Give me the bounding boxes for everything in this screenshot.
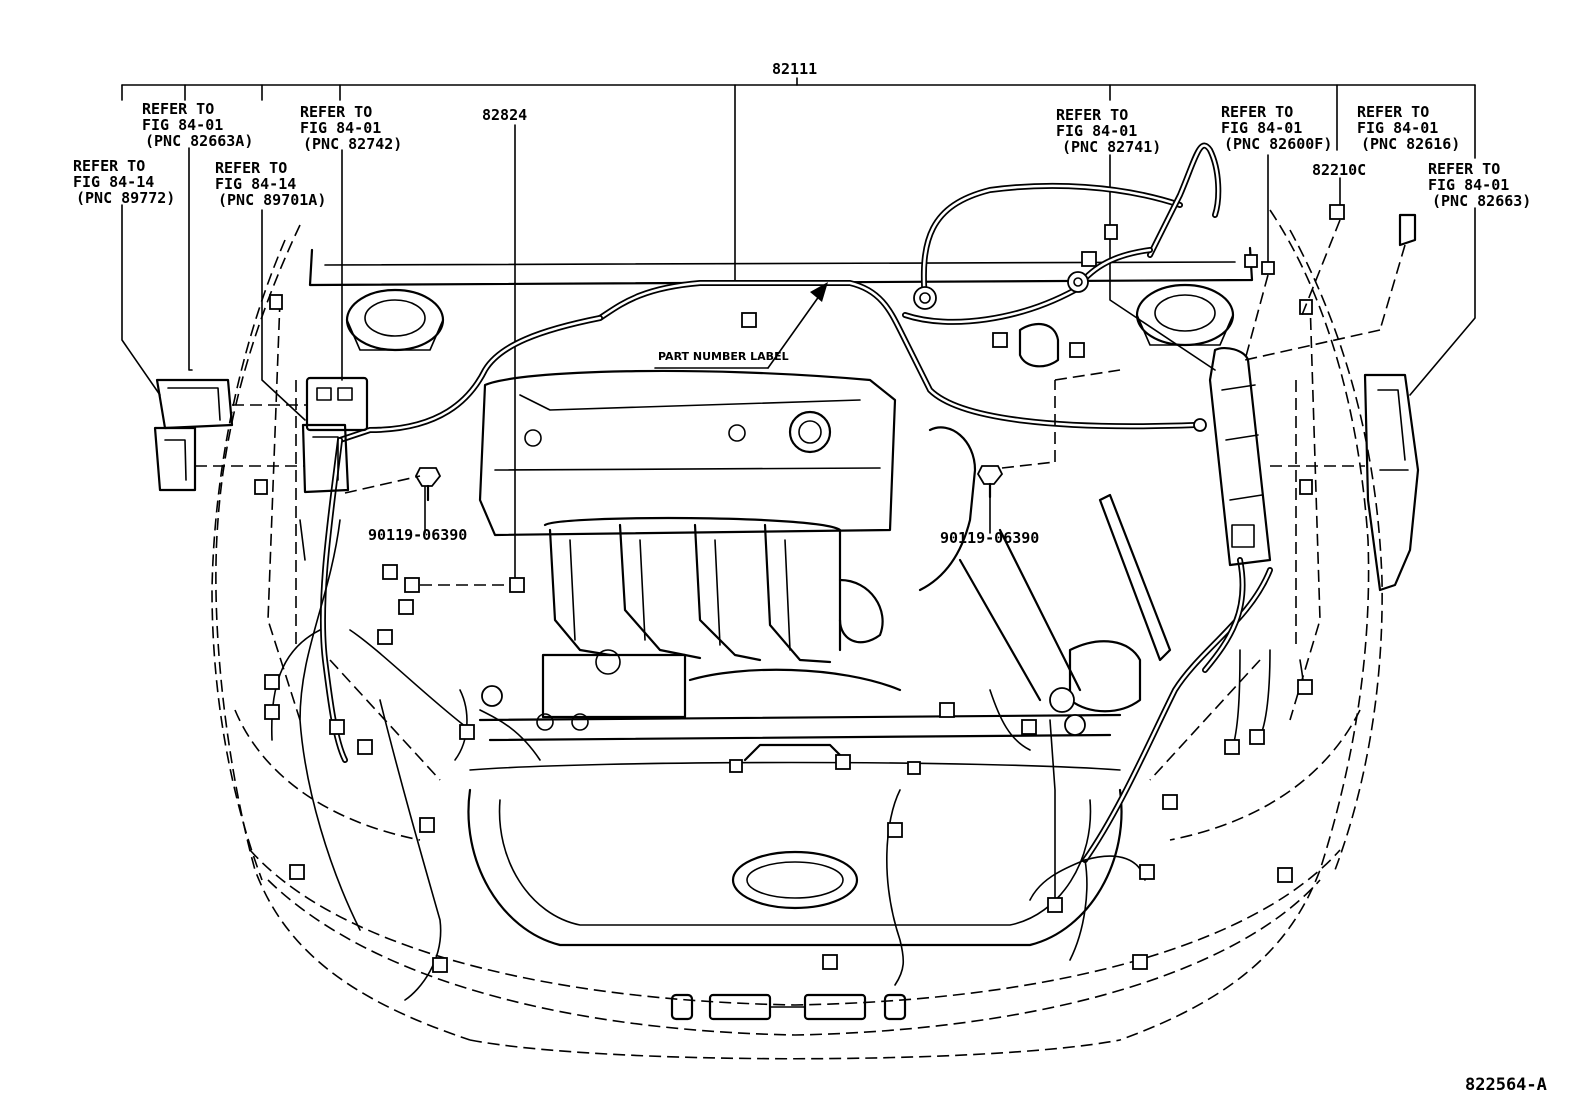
- refer-callout-82741: REFER TO FIG 84-01 (PNC 82741): [1056, 106, 1161, 156]
- label-82111: 82111: [772, 60, 817, 78]
- grommets: [481, 271, 1207, 736]
- svg-text:FIG 84-14: FIG 84-14: [215, 175, 296, 193]
- label-bolt-left: 90119-06390: [368, 526, 467, 544]
- strut-tower-right: [1135, 283, 1235, 347]
- dashed-connection-lines: [195, 219, 1406, 586]
- svg-text:FIG 84-01: FIG 84-01: [300, 119, 381, 137]
- harness-branches: [270, 519, 1305, 1001]
- callout-leaders: [121, 77, 1476, 581]
- relay-block-82742: [301, 376, 369, 494]
- fuse-block-82663: [1363, 373, 1420, 592]
- svg-text:(PNC 89772): (PNC 89772): [76, 189, 175, 207]
- svg-text:REFER TO: REFER TO: [300, 103, 372, 121]
- refer-callout-82742: REFER TO FIG 84-01 (PNC 82742): [300, 103, 402, 153]
- svg-text:FIG 84-01: FIG 84-01: [1357, 119, 1438, 137]
- refer-callout-82600f: REFER TO FIG 84-01 (PNC 82600F): [1221, 103, 1332, 153]
- svg-text:REFER TO: REFER TO: [1428, 160, 1500, 178]
- svg-text:REFER TO: REFER TO: [1357, 103, 1429, 121]
- connector-82210c: [1329, 204, 1345, 220]
- svg-text:FIG 84-01: FIG 84-01: [142, 116, 223, 134]
- label-82824: 82824: [482, 106, 527, 124]
- refer-callout-89701a: REFER TO FIG 84-14 (PNC 89701A): [215, 159, 326, 209]
- refer-callout-89772: REFER TO FIG 84-14 (PNC 89772): [73, 157, 175, 207]
- main-wiring-harness: [319, 142, 1273, 863]
- svg-text:(PNC 82663A): (PNC 82663A): [145, 132, 253, 150]
- bolt-left: [414, 467, 442, 502]
- transmission-area: [918, 322, 1172, 713]
- callout-labels: 82111 82824 82210C 90119-06390 90119-063…: [368, 60, 1547, 1095]
- svg-text:(PNC 82663): (PNC 82663): [1432, 192, 1531, 210]
- svg-text:(PNC 82741): (PNC 82741): [1062, 138, 1161, 156]
- refer-callout-82616: REFER TO FIG 84-01 (PNC 82616): [1357, 103, 1460, 153]
- svg-text:(PNC 82600F): (PNC 82600F): [1224, 135, 1332, 153]
- fuse-block-right: [1208, 346, 1272, 567]
- harness-connectors: [254, 204, 1345, 973]
- svg-text:FIG 84-14: FIG 84-14: [73, 173, 154, 191]
- intake-manifold: [543, 516, 902, 692]
- svg-text:FIG 84-01: FIG 84-01: [1056, 122, 1137, 140]
- refer-callout-82663a: REFER TO FIG 84-01 (PNC 82663A): [142, 100, 253, 150]
- svg-text:REFER TO: REFER TO: [1056, 106, 1128, 124]
- relay-block-left-89772: [153, 378, 234, 492]
- svg-text:(PNC 82742): (PNC 82742): [303, 135, 402, 153]
- lower-grille: [670, 993, 907, 1021]
- svg-text:FIG 84-01: FIG 84-01: [1221, 119, 1302, 137]
- radiator-support: [467, 713, 1123, 947]
- label-bolt-right: 90119-06390: [940, 529, 1039, 547]
- connector-82616: [1398, 213, 1417, 247]
- part-number-label-text: PART NUMBER LABEL: [658, 350, 789, 363]
- connector-82824: [509, 577, 525, 593]
- svg-text:REFER TO: REFER TO: [142, 100, 214, 118]
- label-82210c: 82210C: [1312, 161, 1366, 179]
- svg-text:REFER TO: REFER TO: [1221, 103, 1293, 121]
- svg-text:(PNC 82616): (PNC 82616): [1361, 135, 1460, 153]
- figure-code: 822564-A: [1465, 1075, 1547, 1095]
- bolt-right: [976, 465, 1004, 499]
- battery-box: [536, 649, 687, 731]
- part-number-label-callout: PART NUMBER LABEL: [654, 282, 828, 369]
- svg-text:FIG 84-01: FIG 84-01: [1428, 176, 1509, 194]
- strut-tower-left: [345, 288, 445, 352]
- svg-text:REFER TO: REFER TO: [215, 159, 287, 177]
- svg-text:REFER TO: REFER TO: [73, 157, 145, 175]
- svg-text:(PNC 89701A): (PNC 89701A): [218, 191, 326, 209]
- refer-callout-82663: REFER TO FIG 84-01 (PNC 82663): [1428, 160, 1531, 210]
- engine-cover: [478, 369, 897, 537]
